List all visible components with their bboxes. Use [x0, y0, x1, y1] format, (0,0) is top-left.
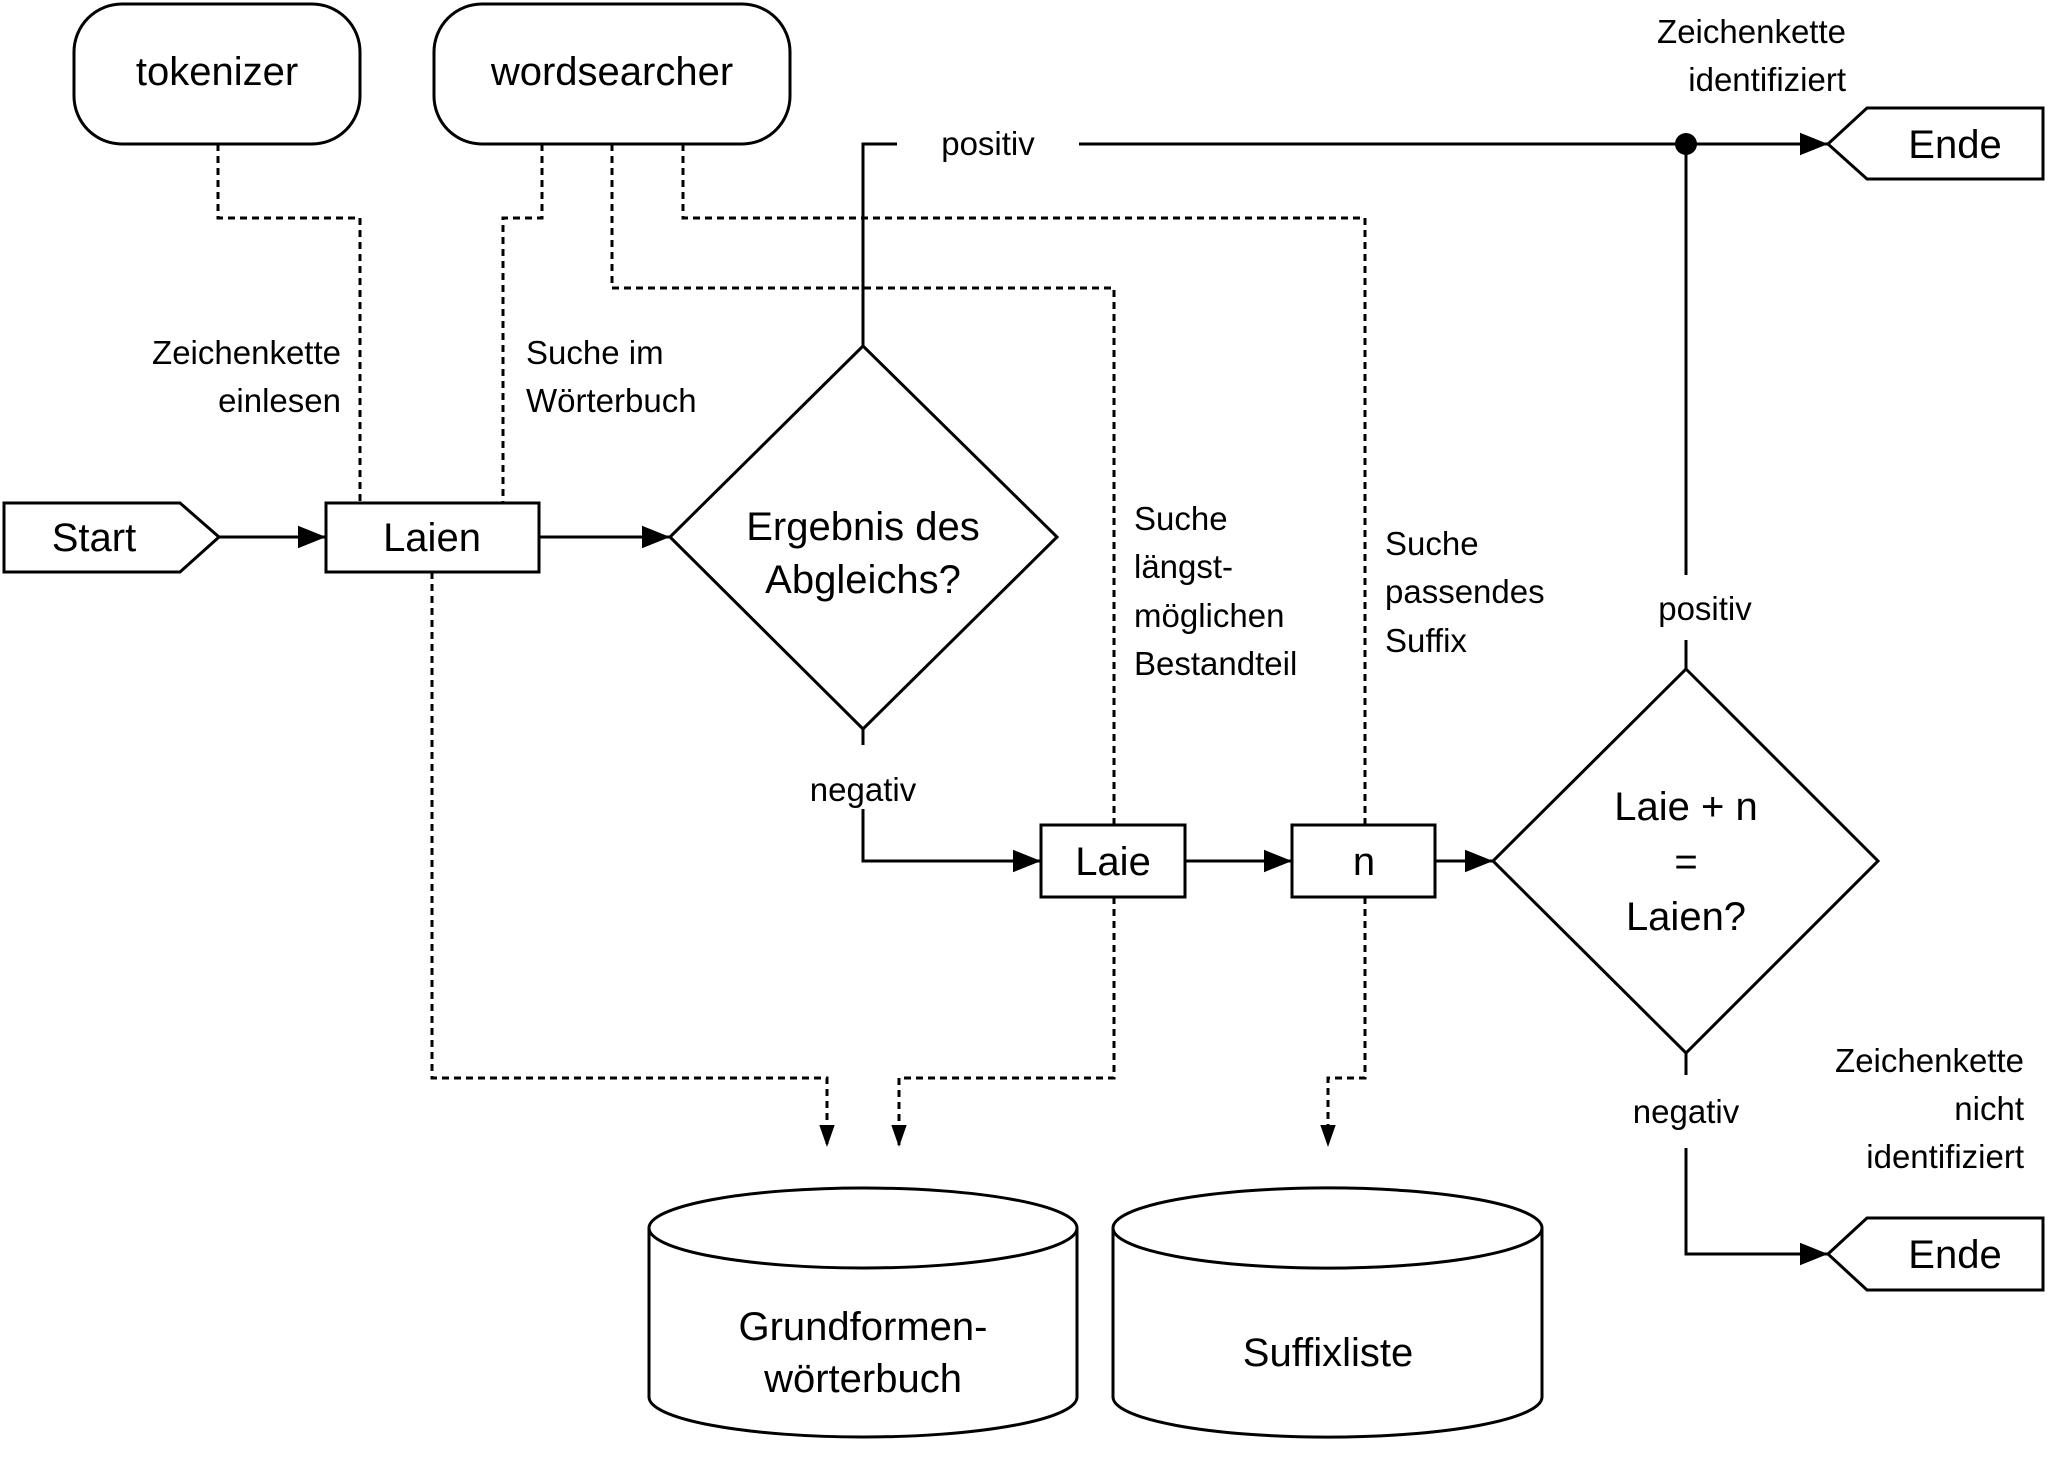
decision2-label-line2: = [1674, 840, 1697, 884]
end-negative-node[interactable]: Ende [1825, 1216, 2045, 1292]
suffix-label: n [1353, 840, 1375, 884]
read-string-label-line2: einlesen [218, 382, 341, 419]
stem-label: Laie [1075, 840, 1151, 884]
positive1-label: positiv [941, 125, 1035, 162]
search-longest-label-line4: Bestandteil [1134, 645, 1297, 682]
decision1-positive-line-up [861, 142, 897, 346]
positive2-label: positiv [1658, 590, 1752, 627]
decision1-negative-arrow [861, 809, 1041, 873]
tokenizer-to-laien-connector [216, 144, 362, 503]
search-suffix-label-line3: Suffix [1385, 622, 1467, 659]
flow-lines [219, 132, 1828, 1266]
suffix-node[interactable]: n [1290, 823, 1437, 899]
not-identified-label-line1: Zeichenkette [1835, 1042, 2024, 1079]
base-dictionary-label-line2: wörterbuch [763, 1357, 962, 1401]
not-identified-label-line2: nicht [1954, 1090, 2024, 1127]
input-word-node[interactable]: Laien [324, 501, 541, 574]
wordsearcher-to-laie-connector [610, 144, 1116, 825]
decision2-negative-arrow [1684, 1148, 1828, 1266]
negative2-label: negativ [1633, 1093, 1740, 1130]
read-string-label-line1: Zeichenkette [152, 334, 341, 371]
tokenizer-label: tokenizer [136, 50, 298, 94]
edge-labels: Zeichenkette einlesen Suche im Wörterbuc… [152, 13, 2024, 1175]
start-node[interactable]: Start [2, 501, 222, 574]
end-negative-label: Ende [1908, 1233, 2001, 1277]
decision2-label-line1: Laie + n [1614, 785, 1757, 829]
start-label: Start [52, 516, 136, 560]
search-longest-label-line3: möglichen [1134, 597, 1284, 634]
n-to-suffixlist-connector [1320, 897, 1367, 1147]
wordsearcher-to-n-connector [681, 144, 1367, 825]
suffix-list-label: Suffixliste [1243, 1331, 1413, 1375]
base-dictionary-label-line1: Grundformen- [739, 1305, 988, 1349]
module-tokenizer[interactable]: tokenizer [72, 2, 362, 146]
laie-to-dictionary-connector [891, 897, 1116, 1147]
end-positive-node[interactable]: Ende [1825, 106, 2045, 181]
wordsearcher-to-laien-connector [501, 144, 544, 503]
identified-label-line1: Zeichenkette [1657, 13, 1846, 50]
input-word-label: Laien [383, 516, 481, 560]
decision1-label-line1: Ergebnis des [746, 505, 979, 549]
search-longest-label-line1: Suche [1134, 500, 1228, 537]
laien-to-dictionary-connector [430, 572, 835, 1147]
not-identified-label-line3: identifiziert [1866, 1138, 2024, 1175]
decision1-label-line2: Abgleichs? [765, 558, 961, 602]
junction-dot [1675, 133, 1697, 155]
end-positive-label: Ende [1908, 123, 2001, 167]
search-dictionary-label-line1: Suche im [526, 334, 664, 371]
module-wordsearcher[interactable]: wordsearcher [432, 2, 792, 146]
wordsearcher-label: wordsearcher [490, 50, 733, 94]
decision2-label-line3: Laien? [1626, 895, 1746, 939]
base-dictionary-database[interactable]: Grundformen- wörterbuch [647, 1186, 1079, 1439]
stem-node[interactable]: Laie [1039, 823, 1187, 899]
search-suffix-label-line2: passendes [1385, 573, 1545, 610]
identified-label-line2: identifiziert [1688, 61, 1846, 98]
negative1-label: negativ [810, 771, 917, 808]
search-suffix-label-line1: Suche [1385, 525, 1479, 562]
search-dictionary-label-line2: Wörterbuch [526, 382, 697, 419]
data-connections [216, 144, 1367, 1147]
decision1-node[interactable]: Ergebnis des Abgleichs? [667, 343, 1060, 732]
decision2-node[interactable]: Laie + n = Laien? [1490, 666, 1881, 1056]
suffix-list-database[interactable]: Suffixliste [1111, 1186, 1544, 1439]
search-longest-label-line2: längst- [1134, 548, 1233, 585]
